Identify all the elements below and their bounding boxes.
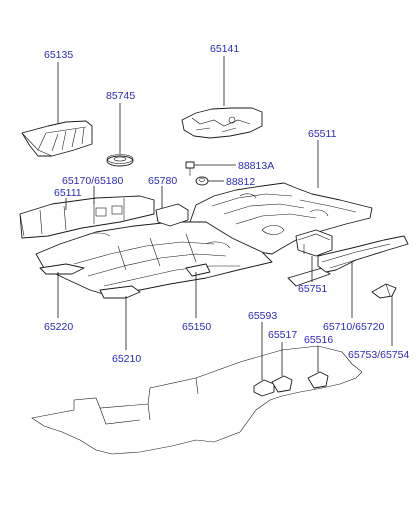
label-65780[interactable]: 65780 xyxy=(148,175,177,187)
bracket-65593[interactable] xyxy=(253,379,275,397)
label-88812[interactable]: 88812 xyxy=(226,176,255,188)
heat-shield-65141[interactable] xyxy=(181,107,263,139)
floor-pan-assembly[interactable] xyxy=(19,182,373,299)
bracket-65517[interactable] xyxy=(271,375,293,393)
crossmember-65751[interactable] xyxy=(287,229,333,287)
bracket-65753[interactable] xyxy=(371,283,397,299)
label-65710-65720[interactable]: 65710/65720 xyxy=(323,321,384,333)
label-65111[interactable]: 65111 xyxy=(54,187,82,199)
label-65170-65180[interactable]: 65170/65180 xyxy=(62,175,123,187)
label-65135[interactable]: 65135 xyxy=(44,49,73,61)
label-85745[interactable]: 85745 xyxy=(106,90,135,102)
label-65516[interactable]: 65516 xyxy=(304,334,333,346)
label-65141[interactable]: 65141 xyxy=(210,43,239,55)
label-65751[interactable]: 65751 xyxy=(298,283,327,295)
label-65593[interactable]: 65593 xyxy=(248,310,277,322)
grommet-85745[interactable] xyxy=(106,154,134,167)
label-88813a[interactable]: 88813A xyxy=(238,160,274,172)
bracket-65516[interactable] xyxy=(307,371,329,389)
label-65210[interactable]: 65210 xyxy=(112,353,141,365)
floor-outline xyxy=(31,345,363,455)
label-65220[interactable]: 65220 xyxy=(44,321,73,333)
nut-88812[interactable] xyxy=(195,176,209,186)
heat-shield-65135[interactable] xyxy=(21,120,93,157)
label-65753-65754[interactable]: 65753/65754 xyxy=(348,349,409,361)
label-65150[interactable]: 65150 xyxy=(182,321,211,333)
side-member-65710[interactable] xyxy=(317,235,409,273)
bolt-88813a[interactable] xyxy=(185,161,195,176)
label-65511[interactable]: 65511 xyxy=(308,128,337,140)
label-65517[interactable]: 65517 xyxy=(268,329,297,341)
